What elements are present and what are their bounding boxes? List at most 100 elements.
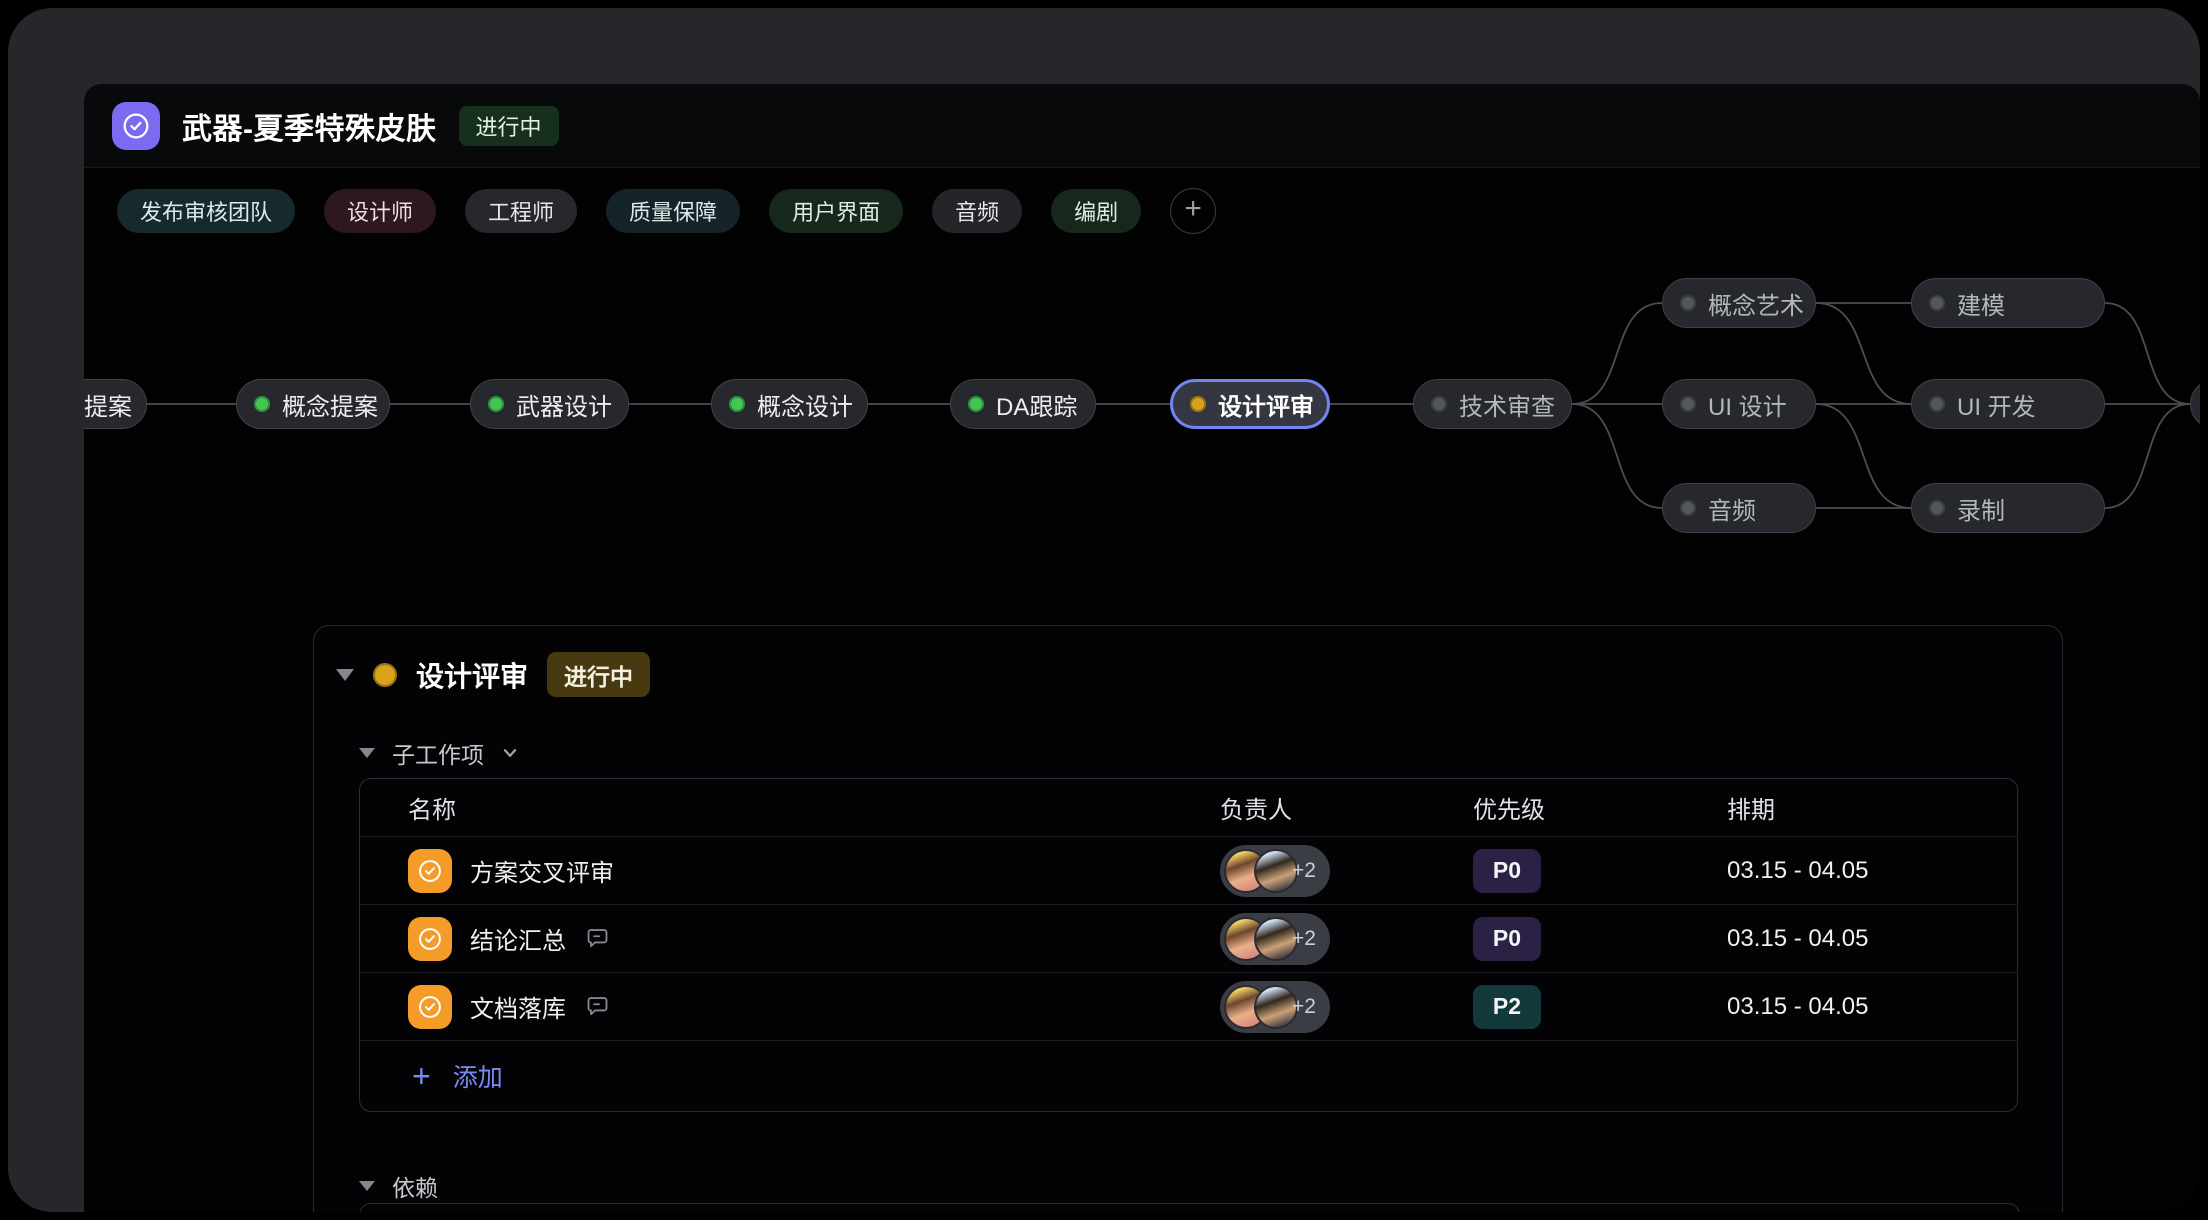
workflow-node-n11[interactable]: UI 开发: [1911, 379, 2105, 429]
table-header-row: 名称负责人优先级排期: [360, 779, 2017, 836]
workflow-edge-n10-n13: [2104, 302, 2191, 405]
dependencies-section-label: 依赖: [392, 1175, 438, 1201]
workflow-node-n2[interactable]: 武器设计: [470, 379, 629, 429]
subitems-section-header[interactable]: 子工作项: [359, 736, 519, 770]
workflow-node-n6[interactable]: 技术审查: [1413, 379, 1572, 429]
workflow-edge-n8-n12: [1815, 403, 1912, 509]
subitem-name-cell: 结论汇总: [408, 916, 1220, 961]
workflow-node-label: DA跟踪: [996, 393, 1078, 421]
tag-6[interactable]: 编剧: [1051, 189, 1142, 233]
page-header: 武器-夏季特殊皮肤 进行中: [84, 84, 2200, 168]
tag-0[interactable]: 发布审核团队: [117, 189, 296, 233]
add-subitem-label: 添加: [452, 1064, 503, 1092]
main-panel: 武器-夏季特殊皮肤 进行中 发布审核团队设计师工程师质量保障用户界面音频编剧+ …: [84, 84, 2200, 1212]
avatar: [1254, 916, 1298, 961]
assignee-avatar-group[interactable]: +2: [1220, 912, 1330, 965]
dependencies-container: [359, 1203, 2020, 1212]
workflow-node-label: 概念提案: [282, 393, 378, 421]
workflow-edge-n6-n9: [1571, 403, 1663, 509]
workflow-node-n8[interactable]: UI 设计: [1662, 379, 1816, 429]
check-circle-icon: [419, 859, 441, 882]
workflow-node-n7[interactable]: 概念艺术: [1662, 278, 1816, 328]
assignee-overflow-count: +2: [1292, 994, 1316, 1018]
collapse-triangle-icon[interactable]: [359, 748, 375, 758]
gray-status-dot-icon: [1929, 500, 1945, 516]
collapse-triangle-icon[interactable]: [359, 1181, 375, 1191]
workflow-node-n1[interactable]: 概念提案: [236, 379, 390, 429]
tag-5[interactable]: 音频: [932, 189, 1023, 233]
workflow-node-n3[interactable]: 概念设计: [711, 379, 868, 429]
add-subitem-button[interactable]: + 添加: [360, 1040, 2017, 1111]
column-header-0: 名称: [408, 797, 456, 824]
table-row-2[interactable]: 文档落库 +2 P2 03.15 - 04.05: [360, 972, 2017, 1040]
workflow-node-n12[interactable]: 录制: [1911, 483, 2105, 533]
assignee-avatar-group[interactable]: +2: [1220, 980, 1330, 1033]
subitems-section-label: 子工作项: [392, 742, 484, 768]
workflow-node-label: 武器设计: [516, 393, 612, 421]
avatar: [1254, 848, 1298, 893]
avatar: [1254, 984, 1298, 1029]
task-status-badge: 进行中: [547, 652, 651, 697]
green-status-dot-icon: [254, 396, 270, 412]
priority-badge: P2: [1473, 984, 1541, 1029]
status-badge: 进行中: [458, 105, 559, 146]
workflow-node-n4[interactable]: DA跟踪: [950, 379, 1096, 429]
workflow-edge-n7-n11: [1815, 302, 1912, 405]
window-frame: 武器-夏季特殊皮肤 进行中 发布审核团队设计师工程师质量保障用户界面音频编剧+ …: [8, 8, 2200, 1212]
schedule-range: 03.15 - 04.05: [1727, 924, 1869, 952]
schedule-range: 03.15 - 04.05: [1727, 856, 1869, 884]
tag-2[interactable]: 工程师: [465, 189, 578, 233]
comment-indicator[interactable]: [584, 925, 611, 952]
workflow-node-label: UI 设计: [1708, 393, 1787, 421]
workflow-node-n0[interactable]: 提案: [84, 379, 147, 429]
subitem-name: 文档落库: [470, 996, 566, 1023]
comment-icon[interactable]: [584, 925, 611, 952]
subitem-name: 方案交叉评审: [470, 860, 614, 887]
green-status-dot-icon: [729, 396, 745, 412]
workflow-node-label: 录制: [1957, 497, 2005, 525]
workflow-edge-n12-n13: [2104, 403, 2191, 509]
assignee-overflow-count: +2: [1292, 926, 1316, 950]
amber-status-dot-icon: [1190, 396, 1206, 412]
chevron-down-icon[interactable]: [501, 744, 519, 762]
gray-status-dot-icon: [1680, 295, 1696, 311]
assignee-avatar-group[interactable]: +2: [1220, 844, 1330, 897]
workflow-node-label: 建模: [1957, 292, 2005, 320]
workflow-node-label: 技术审查: [1459, 393, 1555, 421]
add-tag-button[interactable]: +: [1170, 188, 1217, 234]
comment-icon[interactable]: [584, 993, 611, 1020]
task-icon: [408, 848, 452, 893]
gray-status-dot-icon: [1929, 295, 1945, 311]
green-status-dot-icon: [968, 396, 984, 412]
workflow-node-n9[interactable]: 音频: [1662, 483, 1816, 533]
task-title: 设计评审: [416, 660, 529, 692]
workflow-node-n5[interactable]: 设计评审: [1170, 379, 1330, 429]
workflow-node-label: UI 开发: [1957, 393, 2036, 421]
priority-badge: P0: [1473, 916, 1541, 961]
dependencies-section-header[interactable]: 依赖: [359, 1169, 438, 1203]
collapse-triangle-icon[interactable]: [336, 668, 354, 681]
subitem-name: 结论汇总: [470, 928, 566, 955]
status-dot: [373, 662, 397, 687]
workflow-node-label: 提案: [84, 393, 132, 421]
column-header-2: 优先级: [1473, 797, 1545, 824]
workflow-node-n10[interactable]: 建模: [1911, 278, 2105, 328]
tag-4[interactable]: 用户界面: [769, 189, 904, 233]
tag-1[interactable]: 设计师: [324, 189, 437, 233]
gray-status-dot-icon: [1431, 396, 1447, 412]
workflow-node-label: 设计评审: [1218, 393, 1314, 421]
workflow-node-n13[interactable]: [2190, 379, 2200, 429]
tag-3[interactable]: 质量保障: [606, 189, 741, 233]
check-circle-icon: [419, 927, 441, 950]
comment-indicator[interactable]: [584, 993, 611, 1020]
table-row-1[interactable]: 结论汇总 +2 P0 03.15 - 04.05: [360, 904, 2017, 972]
workflow-node-label: 概念设计: [757, 393, 853, 421]
check-circle-icon: [112, 101, 160, 150]
task-icon: [408, 984, 452, 1029]
schedule-range: 03.15 - 04.05: [1727, 992, 1869, 1020]
task-icon: [408, 916, 452, 961]
